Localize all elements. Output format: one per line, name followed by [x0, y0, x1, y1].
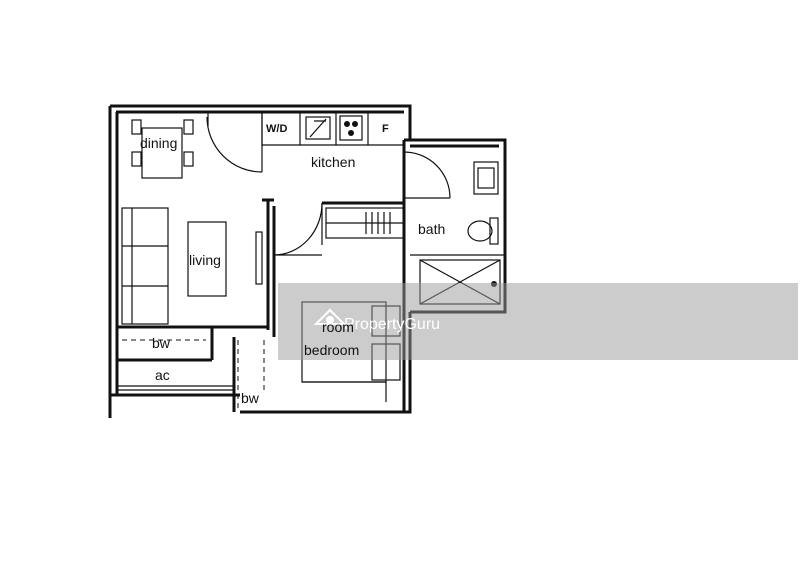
label-bath: bath: [418, 221, 445, 237]
propertyguru-logo-icon: [313, 308, 347, 325]
kitchen-counter: [299, 112, 369, 145]
label-living: living: [189, 252, 221, 268]
label-bedroom: bedroom: [304, 342, 359, 358]
dining-table: [131, 119, 194, 179]
label-bw-left: bw: [152, 335, 171, 351]
kitchen-sink: [305, 116, 331, 140]
label-bw-bottom: bw: [241, 390, 260, 406]
room-labels: dining kitchen living bath room bedroom …: [140, 123, 445, 406]
watermark: PropertyGuru: [278, 283, 798, 360]
coffee-table: [187, 221, 227, 297]
sofa: [121, 207, 169, 325]
label-dining: dining: [140, 135, 177, 151]
watermark-brand: PropertyGuru: [344, 316, 440, 333]
label-bedroom-prefix: room: [322, 319, 354, 335]
basin: [473, 161, 499, 195]
label-washer-dryer: W/D: [266, 123, 287, 135]
wardrobe: [325, 207, 405, 239]
label-kitchen: kitchen: [311, 154, 355, 170]
watermark-band: [278, 283, 798, 360]
doors: [206, 112, 451, 256]
toilet: [467, 217, 499, 245]
hob: [339, 115, 363, 141]
furniture: [121, 112, 501, 410]
label-fridge: F: [382, 123, 389, 135]
outer-walls: [108, 104, 507, 418]
tv-console: [255, 231, 263, 285]
label-ac: ac: [155, 367, 170, 383]
